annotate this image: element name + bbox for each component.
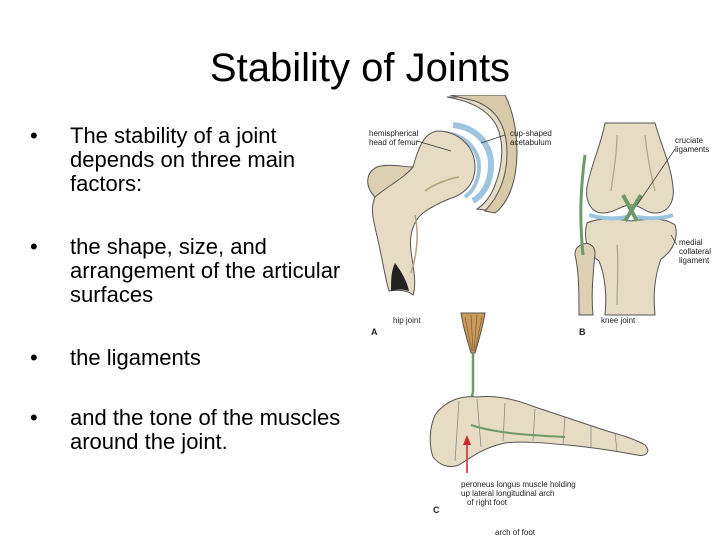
femur-bone: [372, 130, 476, 296]
knee-tibia-bone: [585, 218, 677, 316]
support-arrow-head: [463, 435, 471, 445]
slide-title: Stability of Joints: [209, 46, 511, 90]
cruciate-label-2: ligaments: [675, 145, 709, 154]
hip-caption: hip joint: [393, 316, 421, 325]
bullet-text: the ligaments: [70, 345, 201, 370]
foot-arch-illustration: [429, 312, 649, 473]
hip-joint-illustration: [367, 95, 518, 296]
hip-head-leader-line: [416, 140, 452, 152]
bullet-text: The stability of a joint depends on thre…: [70, 123, 296, 196]
foot-muscle-label-1: peroneus longus muscle holding: [461, 480, 576, 489]
hip-acetabulum-label-1: cup-shaped: [510, 129, 552, 138]
muscle-fibers: [464, 314, 483, 352]
bullet-marker: •: [30, 123, 38, 148]
knee-letter: B: [579, 327, 586, 337]
hip-acetabulum-leader-line: [480, 134, 506, 144]
medial-collateral-ligament: [579, 154, 587, 256]
acetabulum-bone-outer: [449, 95, 518, 214]
greater-trochanter: [367, 164, 415, 198]
femoral-head-cartilage: [444, 131, 482, 199]
bullet-text: the shape, size, and arrangement of the …: [70, 234, 341, 307]
foot-muscle-label-2: up lateral longitudinal arch: [461, 489, 554, 498]
cruciate-leader-line: [636, 148, 676, 206]
hip-acetabulum-label-2: acetabulum: [510, 138, 552, 147]
foot-bones: [429, 396, 649, 468]
acetabulum-cartilage: [452, 122, 495, 204]
foot-caption: arch of foot: [495, 528, 536, 537]
hip-letter: A: [371, 327, 378, 337]
collateral-label-1: medial: [679, 238, 703, 247]
joint-illustrations: hemispherical head of femur cup-shaped a…: [355, 95, 720, 540]
cruciate-label-1: cruciate: [675, 136, 704, 145]
knee-fibula-bone: [574, 242, 596, 316]
knee-caption: knee joint: [601, 316, 636, 325]
bullet-text: and the tone of the muscles around the j…: [70, 405, 341, 454]
cruciate-ligaments: [621, 193, 643, 223]
femur-marrow: [391, 263, 409, 291]
femur-shading: [410, 176, 460, 274]
foot-muscle-label-3: of right foot: [467, 498, 508, 507]
collateral-label-3: ligament: [679, 256, 710, 265]
knee-shading: [610, 134, 656, 306]
joint-illustrations-svg: hemispherical head of femur cup-shaped a…: [367, 95, 711, 537]
knee-joint-illustration: [574, 122, 678, 316]
bullet-marker: •: [30, 234, 38, 259]
hip-head-label-2: head of femur: [369, 138, 419, 147]
bullet-marker: •: [30, 405, 38, 430]
collateral-label-2: collateral: [679, 247, 711, 256]
knee-femur-bone: [586, 122, 674, 214]
knee-meniscus: [588, 213, 674, 221]
plantar-ligament: [470, 424, 566, 438]
bullet-marker: •: [30, 345, 38, 370]
hip-head-label-1: hemispherical: [369, 129, 419, 138]
foot-bone-joints: [454, 398, 618, 462]
peroneus-longus-muscle: [460, 312, 486, 354]
collateral-leader-line: [670, 234, 678, 246]
foot-letter: C: [433, 505, 440, 515]
